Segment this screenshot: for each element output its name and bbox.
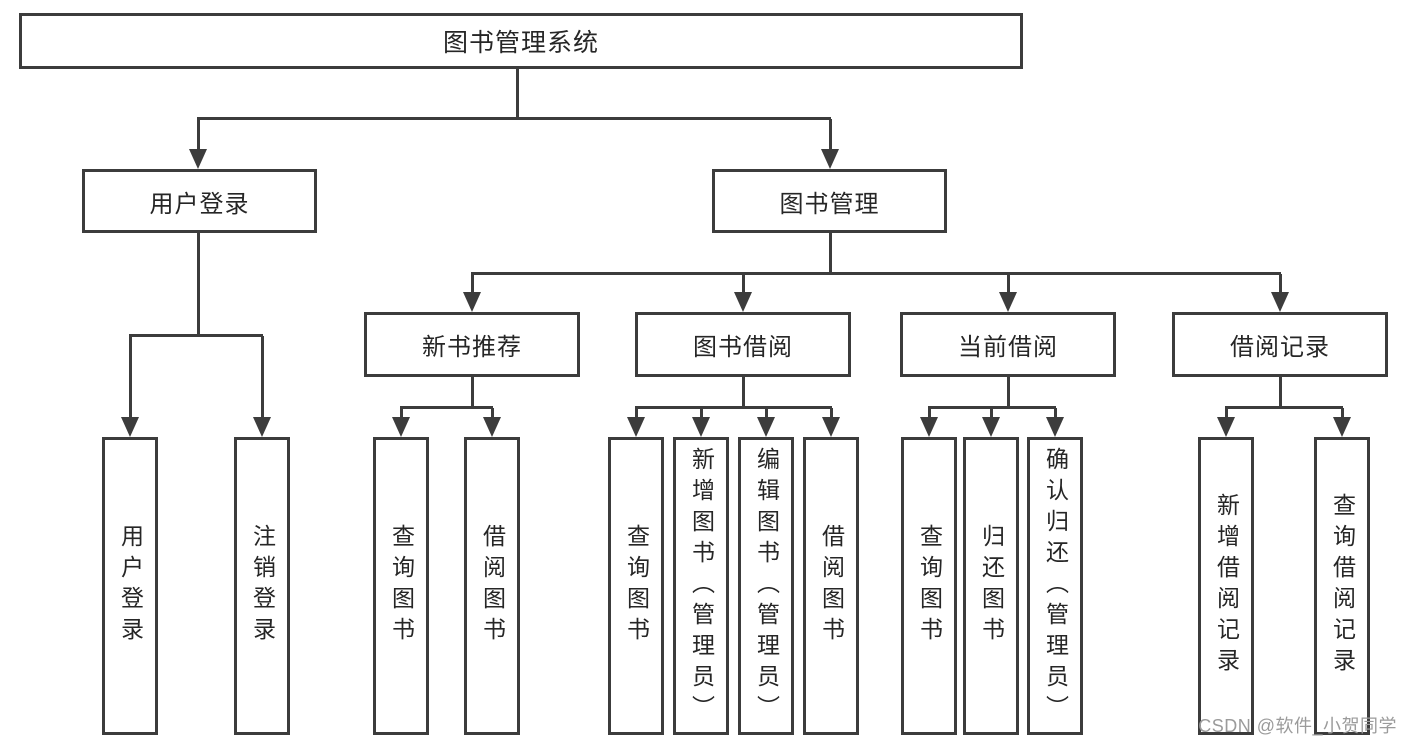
leaf-borrow-book-recommend: 借阅图书 <box>464 437 520 735</box>
arrow-down-icon <box>692 417 710 437</box>
arrow-down-icon <box>1333 417 1351 437</box>
connector-stem <box>928 408 931 419</box>
connector-stem <box>261 336 264 419</box>
arrow-down-icon <box>1046 417 1064 437</box>
leaf-add-book-admin: 新增图书（管理员） <box>673 437 729 735</box>
arrow-down-icon <box>982 417 1000 437</box>
leaf-confirm-return-admin: 确认归还（管理员） <box>1027 437 1083 735</box>
arrow-down-icon <box>627 417 645 437</box>
node-library-system: 图书管理系统 <box>19 13 1023 69</box>
connector-stem <box>197 119 200 151</box>
connector-userlogin-stem <box>197 233 200 336</box>
arrow-down-icon <box>999 292 1017 312</box>
connector-records-branch <box>1225 406 1343 409</box>
arrow-down-icon <box>1217 417 1235 437</box>
connector-stem <box>1341 408 1344 419</box>
connector-stem <box>742 274 745 294</box>
leaf-query-borrow-record: 查询借阅记录 <box>1314 437 1370 735</box>
connector-records-stem <box>1279 377 1282 408</box>
arrow-down-icon <box>463 292 481 312</box>
arrow-down-icon <box>121 417 139 437</box>
connector-stem <box>635 408 638 419</box>
connector-stem <box>129 336 132 419</box>
node-current-borrow: 当前借阅 <box>900 312 1116 377</box>
node-new-book-recommend: 新书推荐 <box>364 312 580 377</box>
arrow-down-icon <box>1271 292 1289 312</box>
leaf-edit-book-admin: 编辑图书（管理员） <box>738 437 794 735</box>
connector-stem <box>1279 274 1282 294</box>
arrow-down-icon <box>483 417 501 437</box>
connector-stem <box>700 408 703 419</box>
node-book-borrow: 图书借阅 <box>635 312 851 377</box>
leaf-query-book-recommend: 查询图书 <box>373 437 429 735</box>
leaf-add-borrow-record: 新增借阅记录 <box>1198 437 1254 735</box>
connector-stem <box>400 408 403 419</box>
connector-borrow-branch <box>635 406 832 409</box>
connector-root-branch <box>197 117 831 120</box>
connector-recommend-stem <box>471 377 474 408</box>
arrow-down-icon <box>821 149 839 169</box>
node-user-login: 用户登录 <box>82 169 317 233</box>
arrow-down-icon <box>822 417 840 437</box>
leaf-query-book-current: 查询图书 <box>901 437 957 735</box>
node-book-management: 图书管理 <box>712 169 947 233</box>
leaf-query-book-borrow: 查询图书 <box>608 437 664 735</box>
connector-bookmgmt-stem <box>829 233 832 274</box>
connector-borrow-stem <box>742 377 745 408</box>
leaf-user-login: 用户登录 <box>102 437 158 735</box>
node-borrow-records: 借阅记录 <box>1172 312 1388 377</box>
connector-stem <box>990 408 993 419</box>
arrow-down-icon <box>253 417 271 437</box>
arrow-down-icon <box>920 417 938 437</box>
connector-stem <box>491 408 494 419</box>
leaf-logout: 注销登录 <box>234 437 290 735</box>
connector-stem <box>765 408 768 419</box>
connector-root-stem <box>516 69 519 119</box>
arrow-down-icon <box>734 292 752 312</box>
connector-current-stem <box>1007 377 1010 408</box>
arrow-down-icon <box>189 149 207 169</box>
connector-stem <box>829 119 832 151</box>
connector-userlogin-branch <box>129 334 263 337</box>
connector-bookmgmt-branch <box>471 272 1281 275</box>
connector-stem <box>830 408 833 419</box>
connector-recommend-branch <box>400 406 493 409</box>
connector-stem <box>1054 408 1057 419</box>
arrow-down-icon <box>757 417 775 437</box>
watermark: CSDN @软件_小贺同学 <box>1198 716 1397 736</box>
connector-stem <box>1007 274 1010 294</box>
leaf-borrow-book: 借阅图书 <box>803 437 859 735</box>
connector-stem <box>471 274 474 294</box>
connector-current-branch <box>928 406 1056 409</box>
connector-stem <box>1225 408 1228 419</box>
arrow-down-icon <box>392 417 410 437</box>
leaf-return-book: 归还图书 <box>963 437 1019 735</box>
